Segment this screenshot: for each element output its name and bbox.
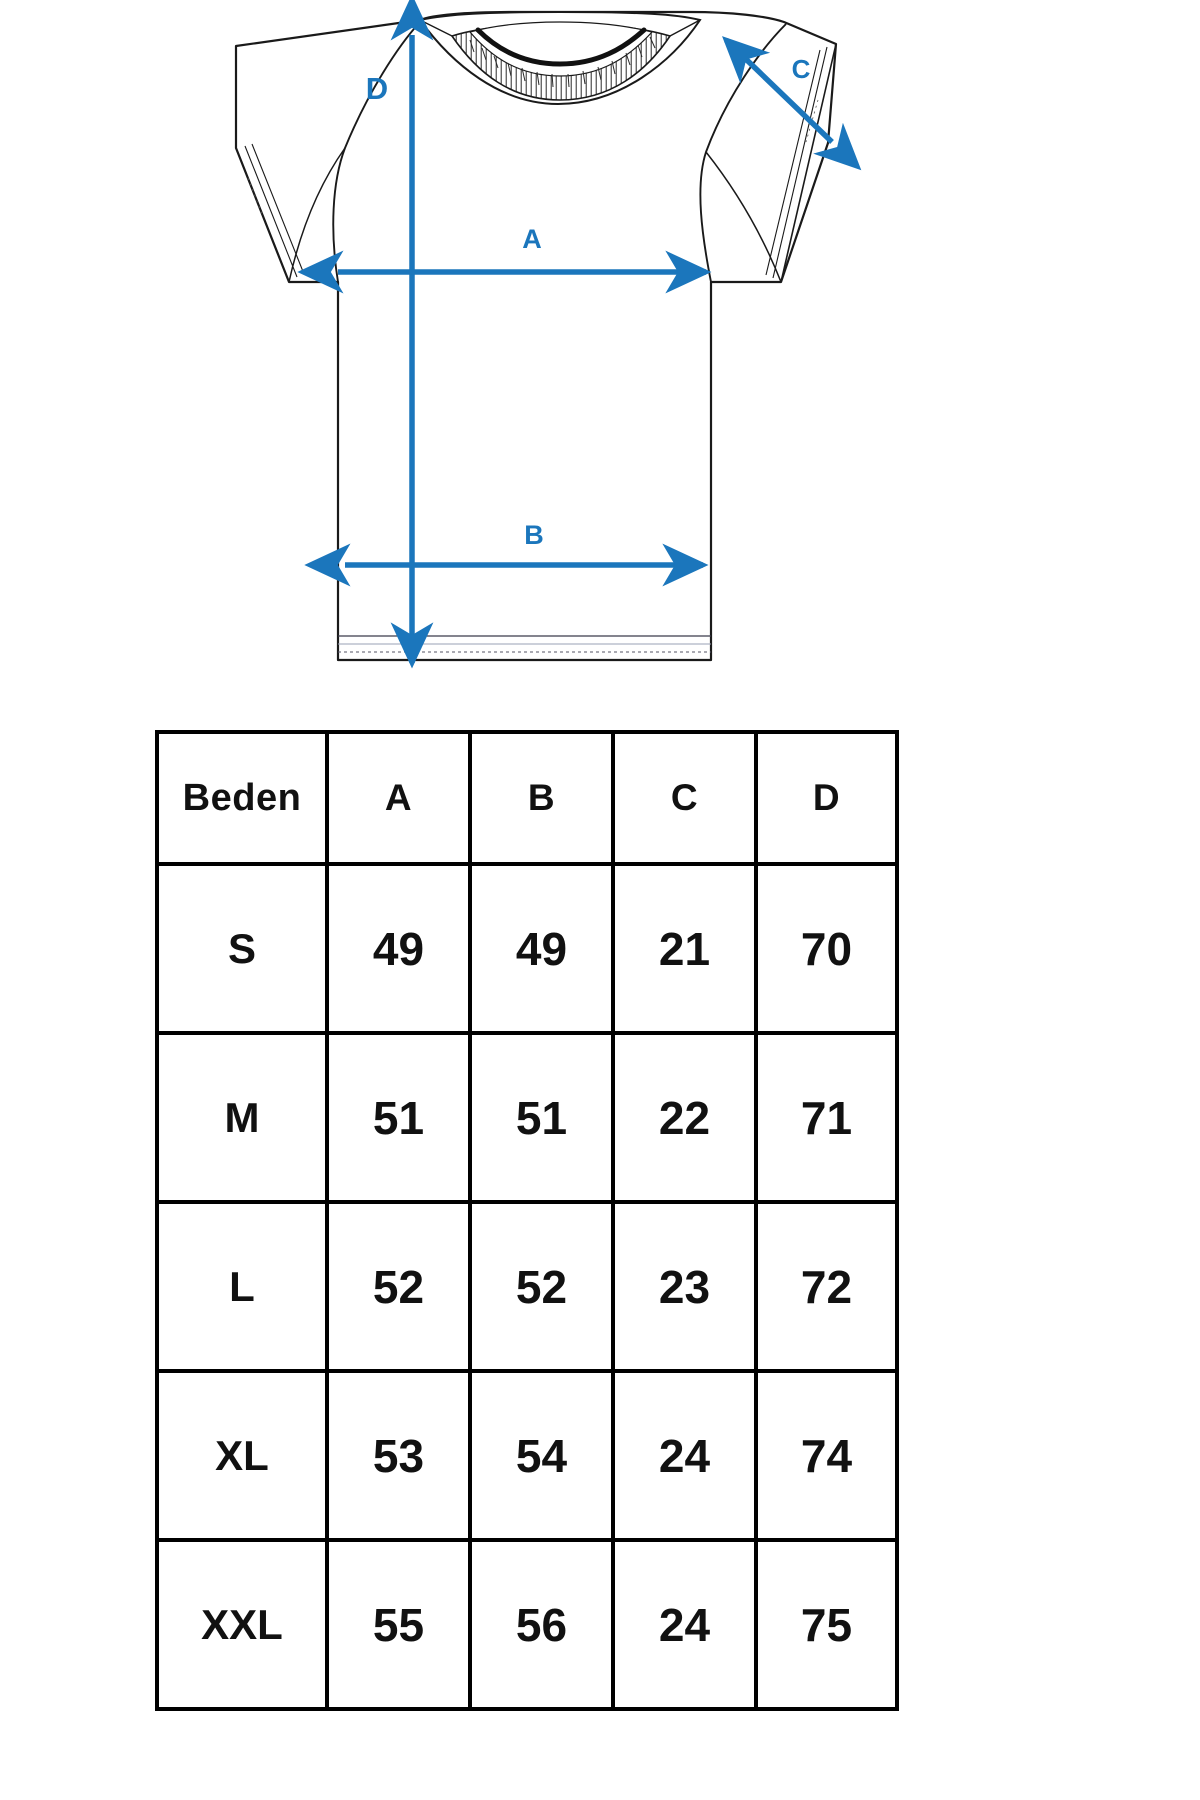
cell-d: 75 <box>754 1538 899 1711</box>
cell-size: XXL <box>155 1538 329 1711</box>
table-header-row: Beden A B C D <box>155 730 899 866</box>
arrow-c <box>722 36 862 171</box>
table-row: M 51 51 22 71 <box>155 1031 899 1204</box>
cell-size: M <box>155 1031 329 1204</box>
table-row: L 52 52 23 72 <box>155 1200 899 1373</box>
size-table: Beden A B C D S 49 49 21 70 M 51 51 <box>155 730 899 1711</box>
cell-a: 53 <box>325 1369 472 1542</box>
table-row: S 49 49 21 70 <box>155 862 899 1035</box>
cell-c: 24 <box>611 1369 758 1542</box>
measure-label-a: A <box>522 224 542 254</box>
header-cell-d: D <box>754 730 899 866</box>
header-cell-b: B <box>468 730 615 866</box>
cell-c: 22 <box>611 1031 758 1204</box>
cell-b: 52 <box>468 1200 615 1373</box>
cell-d: 70 <box>754 862 899 1035</box>
table-row: XL 53 54 24 74 <box>155 1369 899 1542</box>
cell-d: 71 <box>754 1031 899 1204</box>
cell-c: 21 <box>611 862 758 1035</box>
cell-size: XL <box>155 1369 329 1542</box>
cell-a: 52 <box>325 1200 472 1373</box>
tshirt-diagram: D A B C <box>0 0 1200 700</box>
cell-b: 56 <box>468 1538 615 1711</box>
size-table-container: Beden A B C D S 49 49 21 70 M 51 51 <box>155 730 899 1711</box>
tshirt-illustration: D A B C <box>234 0 862 669</box>
cell-a: 51 <box>325 1031 472 1204</box>
measure-label-b: B <box>524 520 544 550</box>
cell-b: 54 <box>468 1369 615 1542</box>
cell-size: S <box>155 862 329 1035</box>
header-cell-beden: Beden <box>155 730 329 866</box>
header-cell-c: C <box>611 730 758 866</box>
cell-d: 74 <box>754 1369 899 1542</box>
cell-a: 49 <box>325 862 472 1035</box>
table-row: XXL 55 56 24 75 <box>155 1538 899 1711</box>
header-cell-a: A <box>325 730 472 866</box>
cell-d: 72 <box>754 1200 899 1373</box>
cell-c: 24 <box>611 1538 758 1711</box>
cell-a: 55 <box>325 1538 472 1711</box>
cell-size: L <box>155 1200 329 1373</box>
measure-label-c: C <box>792 54 811 84</box>
measure-label-d: D <box>366 71 388 106</box>
collar-rib <box>418 10 702 106</box>
cell-c: 23 <box>611 1200 758 1373</box>
cell-b: 51 <box>468 1031 615 1204</box>
measurement-arrows <box>297 0 862 669</box>
cell-b: 49 <box>468 862 615 1035</box>
